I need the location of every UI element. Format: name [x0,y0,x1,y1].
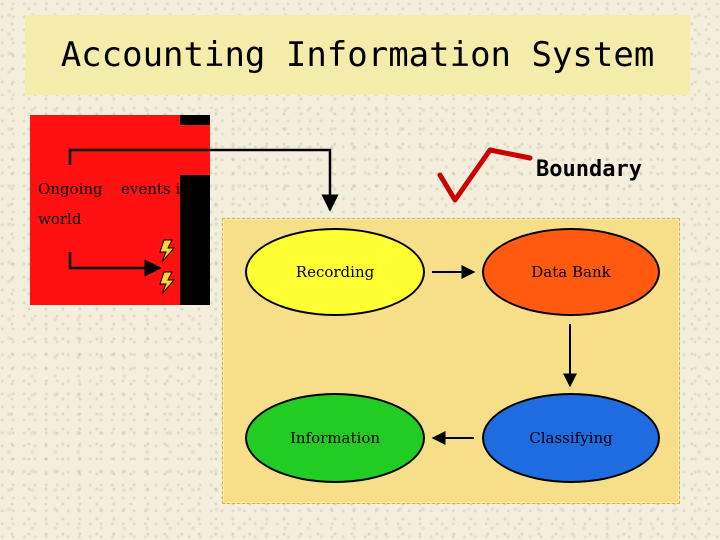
title-bar: Accounting Information System [25,15,690,95]
recording-node: Recording [245,228,425,316]
page-title: Accounting Information System [60,35,655,75]
lightning-icon-upper [159,239,176,263]
data-bank-label: Data Bank [531,263,611,281]
real-world-edge [180,115,210,305]
information-node: Information [245,393,425,483]
edge-bottom-bar [180,175,210,305]
world-to-recording-connector [68,148,339,212]
world-text-ongoing: Ongoing [38,180,103,198]
edge-top-bar [180,115,210,125]
classifying-node: Classifying [482,393,660,483]
checkmark-icon [437,147,533,203]
world-text-world: world [38,210,82,228]
lightning-icon-lower [159,271,176,295]
information-label: Information [289,429,381,447]
data-bank-node: Data Bank [482,228,660,316]
recording-label: Recording [295,263,375,281]
boundary-label: Boundary [536,157,642,182]
classifying-label: Classifying [529,429,613,447]
world-text-events: events in [121,180,190,198]
world-feedback-connector [68,252,162,277]
